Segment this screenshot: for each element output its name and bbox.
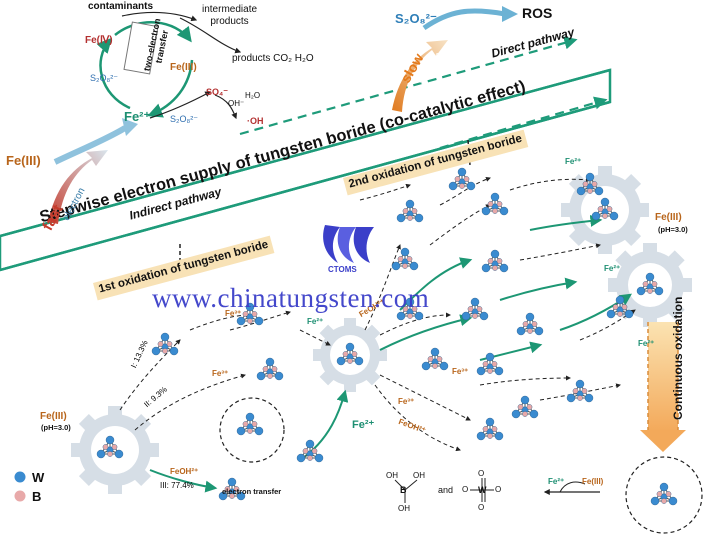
watermark-logo-text: CTOMS (328, 265, 357, 274)
intermediate-products-label: intermediate products (202, 4, 258, 27)
gear-left (71, 406, 159, 494)
watermark-text: www.chinatungsten.com (152, 283, 430, 313)
legend-b-label: B (32, 489, 42, 504)
wb-cluster (606, 295, 634, 319)
fe3-small-2: Fe³⁺ (212, 369, 229, 378)
wb-cluster (576, 172, 604, 196)
electron-transfer-label: electron transfer (222, 487, 282, 496)
wb-cluster (218, 477, 246, 501)
dashed-reaction-arrows (119, 176, 636, 452)
slow-arrow-icon (392, 40, 448, 112)
wb-cluster (566, 379, 594, 403)
ros-label: ROS (522, 5, 553, 21)
and-label: and (438, 485, 454, 495)
contaminants-label: contaminants (88, 1, 154, 12)
wb-cluster (336, 342, 364, 366)
persulfate-left-label: S₂O₈²⁻ (90, 73, 118, 83)
wb-cluster (236, 412, 264, 436)
tungstate-w-label: W (478, 485, 487, 495)
direct-pathway-arrow (239, 36, 578, 136)
wb-cluster (151, 332, 179, 356)
fe2-small-1: Fe²⁺ (565, 157, 582, 166)
fe3-cycle-label: Fe(III) (170, 62, 197, 73)
zoom-circle (219, 397, 285, 463)
fe3-small-3: Fe³⁺ (398, 397, 415, 406)
bottom-fe3-label: Fe(III) (582, 477, 604, 486)
boric-oh-3: OH (398, 504, 410, 513)
fe2-cycle-label: Fe²⁺ (124, 109, 151, 124)
iron-cycle (96, 11, 242, 120)
wb-cluster (421, 347, 449, 371)
fe3-small-4: Fe³⁺ (452, 367, 469, 376)
hydroxyl-radical-label: ·OH (247, 116, 264, 126)
legend-w-atom (14, 471, 26, 483)
fe3-right-gear-label: Fe(III) (655, 212, 682, 223)
persulfate-bottom-label: S₂O₈²⁻ (170, 114, 198, 124)
final-product-circle (625, 456, 703, 534)
percent-3-label: III: 77.4% (160, 481, 194, 490)
ctoms-logo (323, 225, 374, 263)
fe4-label: Fe(Ⅳ) (85, 35, 113, 46)
wb-cluster (481, 249, 509, 273)
wb-cluster (256, 357, 284, 381)
electron-supply-band (0, 68, 612, 272)
wb-cluster (396, 199, 424, 223)
indirect-dashed-arrow (439, 96, 608, 150)
wb-cluster (476, 417, 504, 441)
wb-cluster (448, 167, 476, 191)
wb-cluster (296, 439, 324, 463)
fe3-small-1: Fe³⁺ (225, 309, 242, 318)
fe3-left-top-label: Fe(III) (6, 153, 41, 168)
fe-reduction-curl (559, 481, 586, 493)
wb-cluster (236, 302, 264, 326)
persulfate-to-ros-arrow (422, 8, 506, 31)
hydroxide-label: OH⁻ (228, 99, 245, 108)
continuous-oxidation-label: Continuous oxidation (671, 296, 685, 420)
products-label: products CO₂ H₂O (232, 53, 314, 64)
continuous-oxidation-arrow (640, 322, 686, 452)
tungstate-o-left: O (462, 485, 469, 494)
wb-cluster (591, 197, 619, 221)
sulfate-radical-label: SO₄⁻ (206, 87, 229, 97)
tungstate-o-top: O (478, 469, 485, 478)
tungstate-structure (470, 478, 494, 502)
legend-b-atom (14, 490, 26, 502)
wb-cluster (96, 435, 124, 459)
tungstate-o-right: O (495, 485, 502, 494)
water-label: H₂O (245, 91, 261, 100)
tungstate-o-bottom: O (478, 503, 485, 512)
fe3-left-gear-label: Fe(III) (40, 411, 67, 422)
fe3-to-fe2-arrow (53, 125, 127, 165)
fe3-to-fe2-arrowhead (122, 118, 138, 136)
ph-right-label: (pH=3.0) (658, 225, 688, 234)
legend-w-label: W (32, 470, 45, 485)
fe2-small-4: Fe²⁺ (638, 339, 655, 348)
persulfate-to-ros-arrowhead (502, 6, 518, 22)
boric-acid-structure (394, 479, 418, 503)
wb-cluster (516, 312, 544, 336)
wb-cluster (636, 272, 664, 296)
wb-cluster (511, 395, 539, 419)
wb-cluster (461, 297, 489, 321)
boric-oh-2: OH (413, 471, 425, 480)
wb-cluster (481, 192, 509, 216)
wb-cluster (650, 482, 678, 506)
feoh2-bottom-label: FeOH²⁺ (170, 467, 199, 476)
bottom-fe2-label: Fe²⁺ (548, 477, 565, 486)
boric-oh-1: OH (386, 471, 398, 480)
wb-cluster (476, 352, 504, 376)
fe2-small-2: Fe²⁺ (307, 317, 324, 326)
fe2-mid-label: Fe²⁺ (352, 419, 375, 431)
green-reaction-arrows (149, 214, 632, 493)
persulfate-top-label: S₂O₈²⁻ (395, 11, 437, 26)
boric-b-label: B (400, 485, 407, 495)
wb-cluster (396, 297, 424, 321)
wb-cluster (391, 247, 419, 271)
fast-arrow-icon (48, 150, 108, 224)
fe2-small-3: Fe²⁺ (604, 264, 621, 273)
tungsten-boride-clusters (96, 167, 678, 506)
ph-left-label: (pH=3.0) (41, 423, 71, 432)
